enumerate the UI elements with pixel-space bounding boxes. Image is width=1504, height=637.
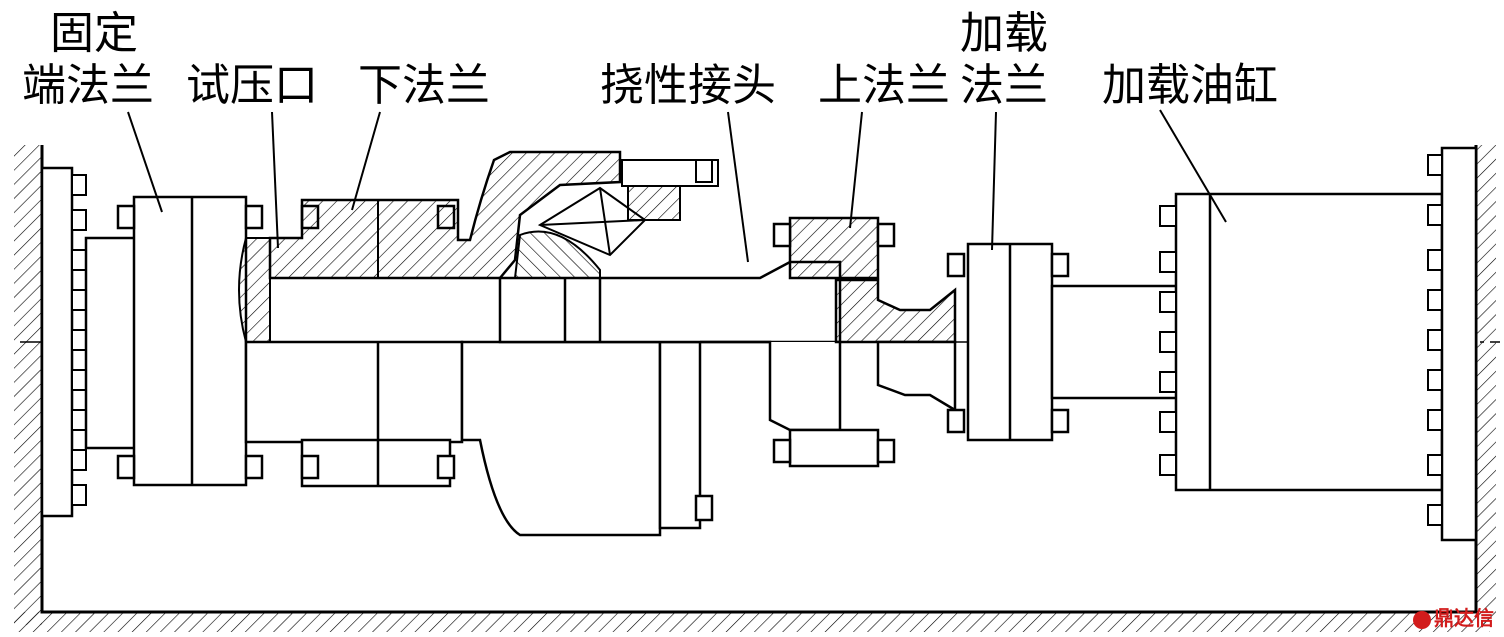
fixed-end-flange-label-top: 固定 bbox=[50, 8, 138, 59]
pressure-port-label: 试压口 bbox=[186, 60, 318, 111]
watermark-logo-icon bbox=[1413, 610, 1431, 629]
lower-flange-body bbox=[244, 204, 714, 537]
flex-joint-body bbox=[498, 260, 842, 432]
left-mount-plate bbox=[40, 166, 87, 518]
loading-flange-label-bottom: 法兰 bbox=[960, 60, 1048, 111]
fixed-end-flange-label-bottom: 端法兰 bbox=[22, 60, 154, 111]
loading-flange-label-top: 加载 bbox=[960, 8, 1048, 59]
cap-section bbox=[238, 237, 271, 343]
watermark-text: 鼎达信 bbox=[1434, 606, 1494, 630]
lower-flange-label: 下法兰 bbox=[358, 60, 490, 111]
flex-joint-element bbox=[513, 159, 719, 279]
flex-joint-label: 挠性接头 bbox=[600, 60, 776, 111]
test-frame bbox=[14, 145, 1496, 632]
loading-cylinder-label: 加载油缸 bbox=[1102, 60, 1278, 111]
leader-lines bbox=[127, 109, 1227, 263]
upper-flange bbox=[772, 216, 957, 468]
upper-flange-label: 上法兰 bbox=[818, 60, 950, 111]
watermark: 鼎达信 bbox=[1413, 602, 1494, 631]
loading-cylinder bbox=[1159, 146, 1478, 542]
loading-flange bbox=[946, 242, 1180, 442]
fixed-end-flange bbox=[84, 195, 264, 487]
lower-flange-section bbox=[268, 150, 622, 280]
